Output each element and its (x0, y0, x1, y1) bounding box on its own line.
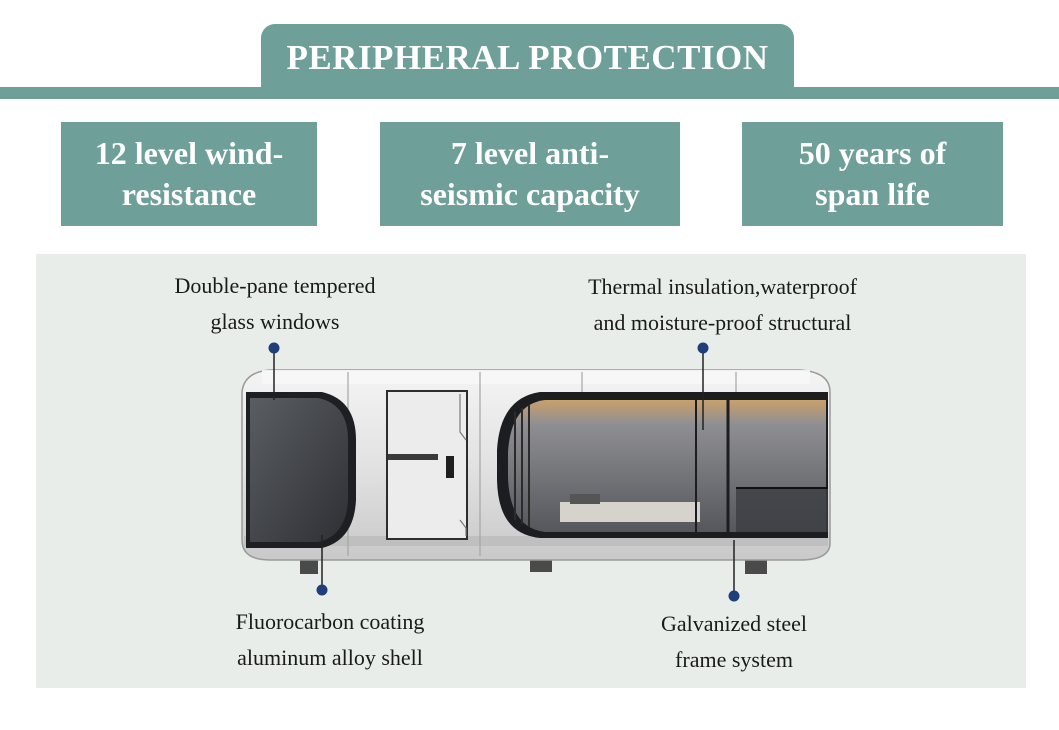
feature-anti-seismic: 7 level anti- seismic capacity (380, 122, 680, 226)
callout-windows: Double-pane tempered glass windows (135, 268, 415, 340)
callout-line: Double-pane tempered (174, 273, 376, 298)
feature-wind-resistance: 12 level wind- resistance (61, 122, 317, 226)
marker-dot-windows (268, 342, 280, 354)
feature-line: seismic capacity (420, 176, 640, 212)
callout-line: aluminum alloy shell (237, 645, 423, 670)
callout-line: frame system (675, 647, 793, 672)
feature-line: resistance (121, 176, 257, 212)
callout-line: Fluorocarbon coating (235, 609, 425, 634)
callout-line: Thermal insulation,waterproof (588, 274, 857, 299)
door-handle-icon (446, 456, 454, 478)
callout-frame: Galvanized steel frame system (614, 606, 854, 678)
marker-dot-insulation (697, 342, 709, 354)
entry-door (386, 390, 468, 540)
callout-line: glass windows (210, 309, 340, 334)
feature-line: 7 level anti- (450, 135, 610, 171)
header-tab: PERIPHERAL PROTECTION (261, 24, 794, 92)
marker-dot-shell (316, 584, 328, 596)
feature-span-life: 50 years of span life (742, 122, 1003, 226)
feature-line: 12 level wind- (94, 135, 284, 171)
feature-line: span life (815, 176, 930, 212)
callout-shell: Fluorocarbon coating aluminum alloy shel… (200, 604, 460, 676)
callout-line: and moisture-proof structural (593, 310, 852, 335)
callout-pointers (268, 342, 740, 602)
callout-line: Galvanized steel (661, 611, 807, 636)
feature-line: 50 years of (798, 135, 947, 171)
page-title: PERIPHERAL PROTECTION (286, 38, 769, 77)
marker-dot-frame (728, 590, 740, 602)
support-feet (300, 558, 767, 574)
callout-insulation: Thermal insulation,waterproof and moistu… (556, 269, 889, 341)
